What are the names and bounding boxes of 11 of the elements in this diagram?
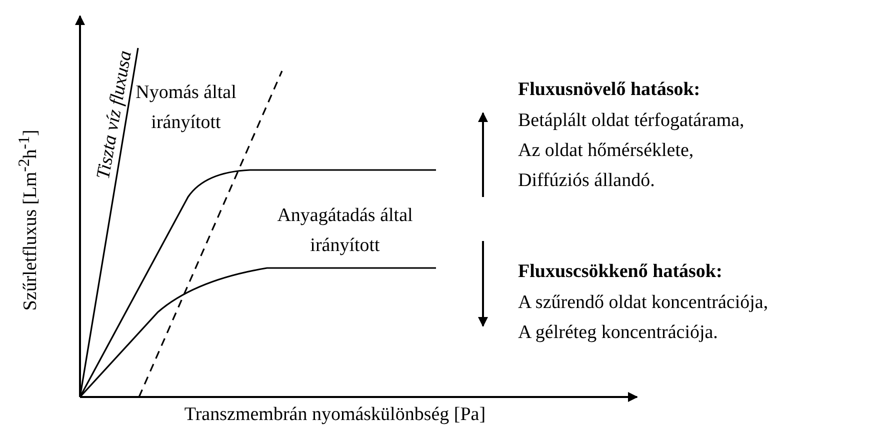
list-item: Betáplált oldat térfogatárama, [518, 109, 746, 133]
list-item: Az oldat hőmérséklete, [518, 139, 695, 163]
list-item: A szűrendő oldat koncentrációja, [518, 291, 770, 315]
axis-title: Transzmembrán nyomáskülönbség [Pa] [183, 403, 487, 427]
list-item: Diffúziós állandó. [518, 169, 656, 193]
curve-label: Anyagátadás által irányított [276, 204, 414, 258]
list-item: A gélréteg koncentrációja. [518, 321, 719, 345]
heading-text: Fluxusnövelő hatások: [518, 78, 702, 102]
curve-label: Nyomás által irányított [134, 81, 238, 135]
curve-label: Tiszta víz fluxusa [92, 48, 136, 183]
heading-text: Fluxuscsökkenő hatások: [518, 260, 724, 284]
